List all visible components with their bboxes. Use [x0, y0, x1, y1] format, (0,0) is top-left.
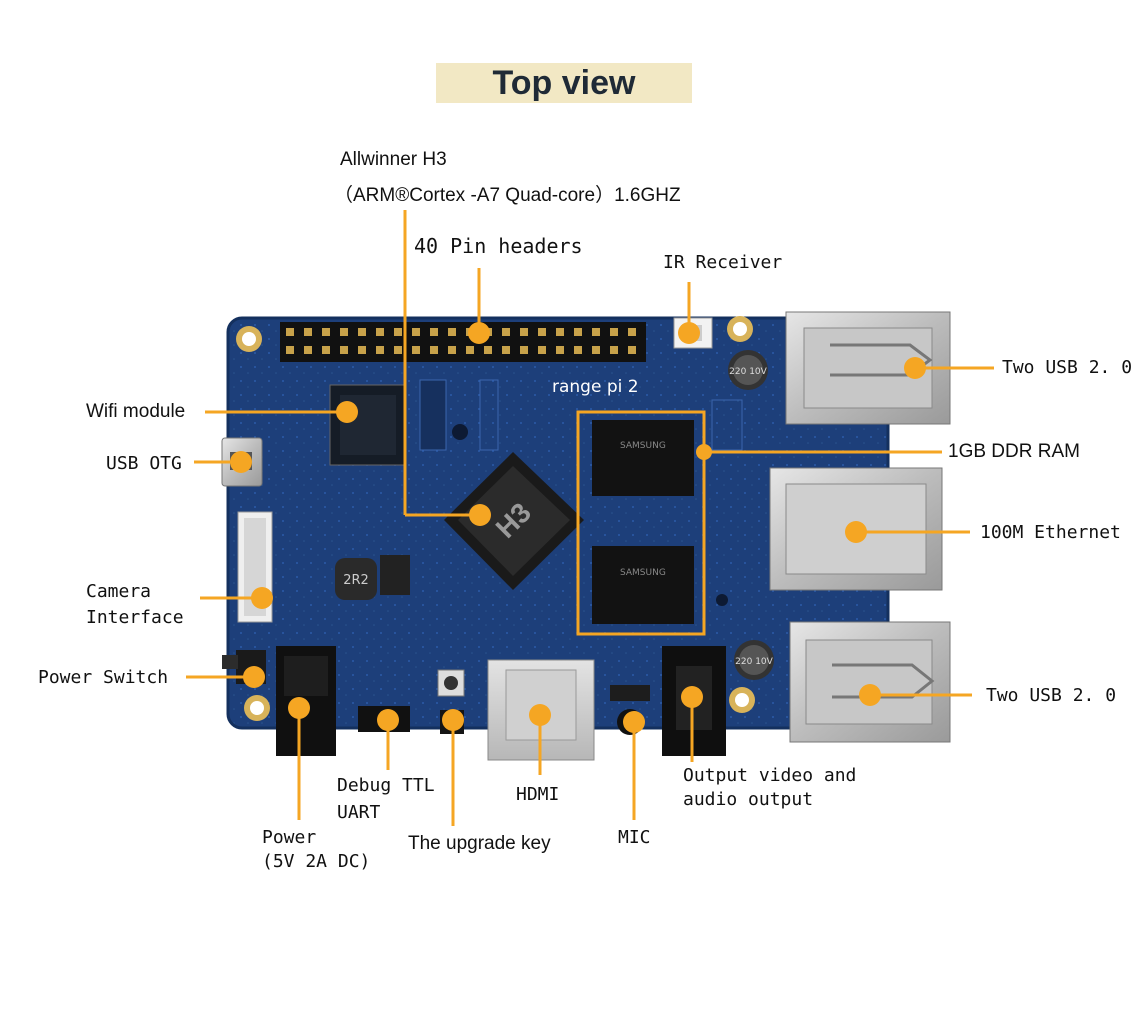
callout-dots [230, 322, 926, 733]
header-pin [538, 328, 546, 336]
label-upgrade-key: The upgrade key [408, 833, 551, 854]
header-pin [394, 328, 402, 336]
header-pin [322, 328, 330, 336]
header-pin [448, 346, 456, 354]
header-pin [574, 346, 582, 354]
header-pin [340, 328, 348, 336]
header-pin [394, 346, 402, 354]
header-pin [610, 328, 618, 336]
header-pin [592, 346, 600, 354]
label-ethernet: 100M Ethernet [980, 522, 1121, 543]
label-debug-line2: UART [337, 802, 381, 823]
label-power-line2: (5V 2A DC) [262, 851, 371, 872]
header-pin [412, 346, 420, 354]
header-pin [502, 328, 510, 336]
label-power-line1: Power [262, 827, 317, 848]
header-pin [286, 328, 294, 336]
page-title: Top view [492, 64, 636, 102]
header-pin [376, 346, 384, 354]
wifi-module-chip [329, 384, 407, 466]
header-pin [412, 328, 420, 336]
capacitor-top: 220 10V [728, 350, 768, 390]
smd-components [380, 379, 743, 606]
capacitor-bottom-label: 220 10V [735, 657, 773, 667]
header-pin [484, 346, 492, 354]
label-allwinner-line1: Allwinner H3 [340, 149, 447, 170]
header-pin [556, 346, 564, 354]
header-pin [304, 346, 312, 354]
header-pin [430, 328, 438, 336]
capacitor-top-label: 220 10V [729, 367, 767, 377]
header-pin [430, 346, 438, 354]
header-pin [502, 346, 510, 354]
dc-power-jack [276, 646, 336, 756]
h3-soc-chip: H3 [444, 452, 584, 590]
header-pin [322, 346, 330, 354]
title-banner [436, 63, 692, 103]
label-hdmi: HDMI [516, 784, 560, 805]
header-pin [340, 346, 348, 354]
label-usb-top: Two USB 2. 0 [1002, 357, 1133, 378]
label-camera-line2: Interface [86, 607, 184, 628]
header-pin [376, 328, 384, 336]
ddr-ram-chips: SAMSUNG SAMSUNG [592, 420, 694, 624]
header-pin [520, 346, 528, 354]
label-camera-line1: Camera [86, 581, 152, 602]
pin-header-40 [280, 322, 646, 362]
header-pin [466, 346, 474, 354]
label-av-line2: audio output [683, 789, 814, 810]
label-usb-otg: USB OTG [106, 453, 182, 474]
label-ddr: 1GB DDR RAM [948, 441, 1080, 462]
header-pin [358, 328, 366, 336]
inductor-label: 2R2 [343, 573, 369, 588]
usb-port-bottom [789, 621, 951, 743]
label-usb-bottom: Two USB 2. 0 [986, 685, 1117, 706]
label-power-switch: Power Switch [38, 667, 169, 688]
header-pin [628, 346, 636, 354]
label-pin-headers: 40 Pin headers [414, 234, 583, 258]
header-pin [520, 328, 528, 336]
label-debug-line1: Debug TTL [337, 775, 435, 796]
header-pin [592, 328, 600, 336]
header-pin [448, 328, 456, 336]
ddr-chip-2-label: SAMSUNG [620, 568, 666, 578]
inductor: 2R2 [335, 558, 377, 600]
header-pin [556, 328, 564, 336]
mounting-holes [236, 316, 755, 721]
label-mic: MIC [618, 827, 651, 848]
header-pin [538, 346, 546, 354]
header-pin [286, 346, 294, 354]
header-pin [358, 346, 366, 354]
ddr-highlight-box [576, 410, 706, 636]
ddr-chip-1-label: SAMSUNG [620, 441, 666, 451]
capacitor-bottom: 220 10V [734, 640, 774, 680]
label-av-line1: Output video and [683, 765, 857, 786]
label-ir-receiver: IR Receiver [663, 252, 783, 273]
header-pin [574, 328, 582, 336]
header-pin [628, 328, 636, 336]
label-allwinner-line2: （ARM®Cortex -A7 Quad-core）1.6GHZ [334, 185, 681, 206]
label-wifi: Wifi module [86, 401, 186, 422]
header-pin [304, 328, 312, 336]
header-pin [610, 346, 618, 354]
board-logo: range pi 2 [552, 377, 639, 397]
